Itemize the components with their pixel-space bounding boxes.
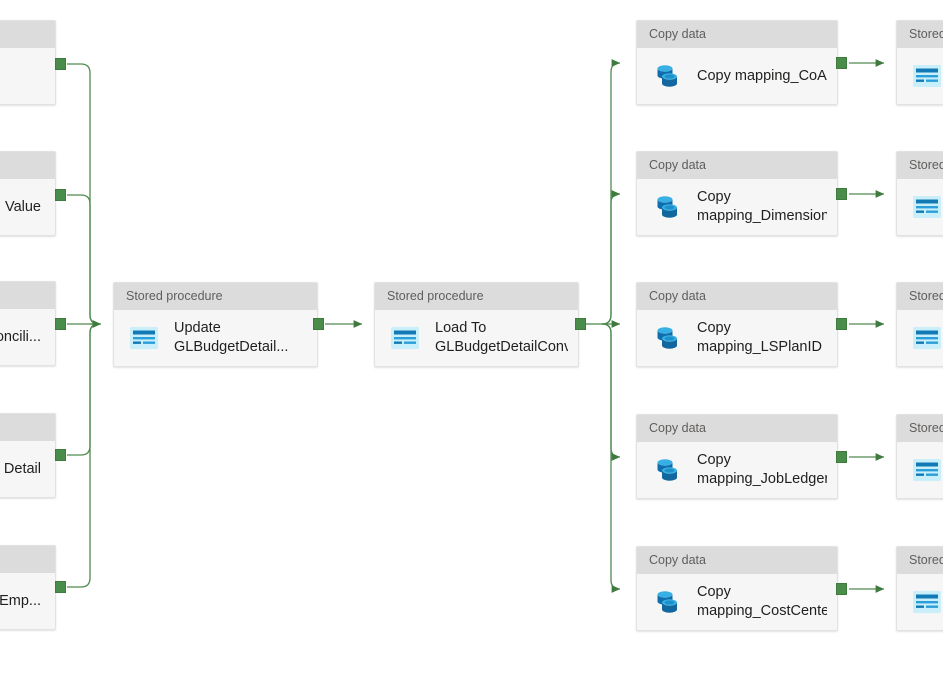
activity-type-label: Stored procedure bbox=[114, 283, 317, 310]
activity-body bbox=[897, 179, 943, 235]
output-port[interactable] bbox=[55, 581, 66, 593]
activity-node-right-2[interactable]: Stored bbox=[896, 151, 943, 236]
activity-name-line1: Copy bbox=[697, 452, 731, 468]
activity-name-line1: Copy mapping_CoA bbox=[697, 67, 827, 84]
activity-name-label: Value bbox=[4, 198, 41, 215]
activity-name-line2: mapping_LSPlanID bbox=[697, 339, 822, 355]
stored-procedure-icon bbox=[128, 322, 160, 354]
activity-type-label: Copy data bbox=[637, 21, 837, 48]
activity-body bbox=[897, 310, 943, 366]
activity-name-label: Update GLBudgetDetail... bbox=[174, 319, 288, 357]
activity-node-left-2[interactable]: Value bbox=[0, 151, 56, 236]
activity-node-copy-mapping-coa[interactable]: Copy data Copy mapping_CoA bbox=[636, 20, 838, 105]
activity-node-copy-mapping-jobledger[interactable]: Copy data Copy mapping_JobLedgerT... bbox=[636, 414, 838, 499]
activity-type-label: Copy data bbox=[637, 547, 837, 574]
output-port[interactable] bbox=[55, 189, 66, 201]
activity-name-line1: Load To bbox=[435, 320, 487, 336]
activity-body bbox=[897, 442, 943, 498]
activity-name-label: Copy mapping_Dimension... bbox=[697, 188, 827, 226]
activity-name-line2: mapping_Dimension... bbox=[697, 208, 827, 224]
activity-type-label: Stored bbox=[897, 415, 943, 442]
copy-data-icon bbox=[651, 191, 683, 223]
output-port[interactable] bbox=[836, 318, 847, 330]
activity-body: Value bbox=[0, 179, 55, 235]
output-port[interactable] bbox=[836, 451, 847, 463]
stored-procedure-icon bbox=[389, 322, 421, 354]
output-port[interactable] bbox=[836, 188, 847, 200]
activity-type-label bbox=[0, 21, 55, 48]
activity-node-right-5[interactable]: Stored bbox=[896, 546, 943, 631]
activity-body: Copy mapping_LSPlanID bbox=[637, 310, 837, 366]
activity-type-label: Copy data bbox=[637, 415, 837, 442]
output-port[interactable] bbox=[836, 57, 847, 69]
copy-data-icon bbox=[651, 586, 683, 618]
activity-type-label bbox=[0, 152, 55, 179]
activity-node-right-4[interactable]: Stored bbox=[896, 414, 943, 499]
activity-name-line1: Copy bbox=[697, 320, 731, 336]
activity-body: Copy mapping_CoA bbox=[637, 48, 837, 104]
activity-type-label: Copy data bbox=[637, 152, 837, 179]
activity-node-left-3[interactable]: concili... bbox=[0, 281, 56, 366]
activity-name-label: Detail bbox=[3, 460, 41, 477]
activity-node-right-3[interactable]: Stored bbox=[896, 282, 943, 367]
activity-body bbox=[897, 48, 943, 104]
activity-type-label: Copy data bbox=[637, 283, 837, 310]
activity-node-right-1[interactable]: Stored bbox=[896, 20, 943, 105]
activity-body: concili... bbox=[0, 309, 55, 365]
activity-node-copy-mapping-dimension[interactable]: Copy data Copy mapping_Dimension... bbox=[636, 151, 838, 236]
output-port[interactable] bbox=[55, 58, 66, 70]
stored-procedure-icon bbox=[911, 60, 943, 92]
stored-procedure-icon bbox=[911, 191, 943, 223]
activity-name-line1: Copy bbox=[697, 584, 731, 600]
stored-procedure-icon bbox=[911, 322, 943, 354]
activity-type-label bbox=[0, 546, 55, 573]
activity-type-label: Stored bbox=[897, 283, 943, 310]
activity-name-label: Copy mapping_CoA bbox=[697, 67, 827, 86]
activity-name-label: Copy mapping_JobLedgerT... bbox=[697, 451, 827, 489]
copy-data-icon bbox=[651, 322, 683, 354]
activity-type-label: Stored bbox=[897, 152, 943, 179]
activity-name-label: seEmp... bbox=[0, 592, 41, 609]
stored-procedure-icon bbox=[911, 586, 943, 618]
activity-node-left-1[interactable] bbox=[0, 20, 56, 105]
activity-name-label: Copy mapping_CostCenter... bbox=[697, 583, 827, 621]
activity-node-load-to-glbudgetdetailconv[interactable]: Stored procedure Load To GLBudgetDetailC… bbox=[374, 282, 579, 367]
activity-name-line2: mapping_CostCenter... bbox=[697, 603, 827, 619]
activity-name-line2: GLBudgetDetail... bbox=[174, 339, 289, 355]
activity-body: Update GLBudgetDetail... bbox=[114, 310, 317, 366]
activity-body: seEmp... bbox=[0, 573, 55, 629]
activity-type-label: Stored procedure bbox=[375, 283, 578, 310]
copy-data-icon bbox=[651, 454, 683, 486]
output-port[interactable] bbox=[575, 318, 586, 330]
activity-name-line1: Copy bbox=[697, 189, 731, 205]
activity-body: Copy mapping_Dimension... bbox=[637, 179, 837, 235]
activity-name-label: Load To GLBudgetDetailConv... bbox=[435, 319, 568, 357]
activity-name-label: Copy mapping_LSPlanID bbox=[697, 319, 822, 357]
activity-body: Copy mapping_JobLedgerT... bbox=[637, 442, 837, 498]
activity-name-label: concili... bbox=[0, 328, 41, 345]
activity-body bbox=[0, 48, 55, 104]
output-port[interactable] bbox=[55, 318, 66, 330]
output-port[interactable] bbox=[313, 318, 324, 330]
activity-type-label bbox=[0, 414, 55, 441]
activity-node-copy-mapping-costcenter[interactable]: Copy data Copy mapping_CostCenter... bbox=[636, 546, 838, 631]
activity-body: Copy mapping_CostCenter... bbox=[637, 574, 837, 630]
activity-node-copy-mapping-lsplanid[interactable]: Copy data Copy mapping_LSPlanID bbox=[636, 282, 838, 367]
stored-procedure-icon bbox=[911, 454, 943, 486]
output-port[interactable] bbox=[836, 583, 847, 595]
activity-name-line2: mapping_JobLedgerT... bbox=[697, 471, 827, 487]
activity-name-line1: Update bbox=[174, 320, 221, 336]
activity-node-left-5[interactable]: seEmp... bbox=[0, 545, 56, 630]
activity-body: Load To GLBudgetDetailConv... bbox=[375, 310, 578, 366]
activity-type-label bbox=[0, 282, 55, 309]
activity-body: Detail bbox=[0, 441, 55, 497]
activity-type-label: Stored bbox=[897, 21, 943, 48]
activity-node-left-4[interactable]: Detail bbox=[0, 413, 56, 498]
activity-name-line2: GLBudgetDetailConv... bbox=[435, 339, 568, 355]
activity-node-update-glbudgetdetail[interactable]: Stored procedure Update GLBudgetDetail..… bbox=[113, 282, 318, 367]
copy-data-icon bbox=[651, 60, 683, 92]
activity-body bbox=[897, 574, 943, 630]
output-port[interactable] bbox=[55, 449, 66, 461]
activity-type-label: Stored bbox=[897, 547, 943, 574]
